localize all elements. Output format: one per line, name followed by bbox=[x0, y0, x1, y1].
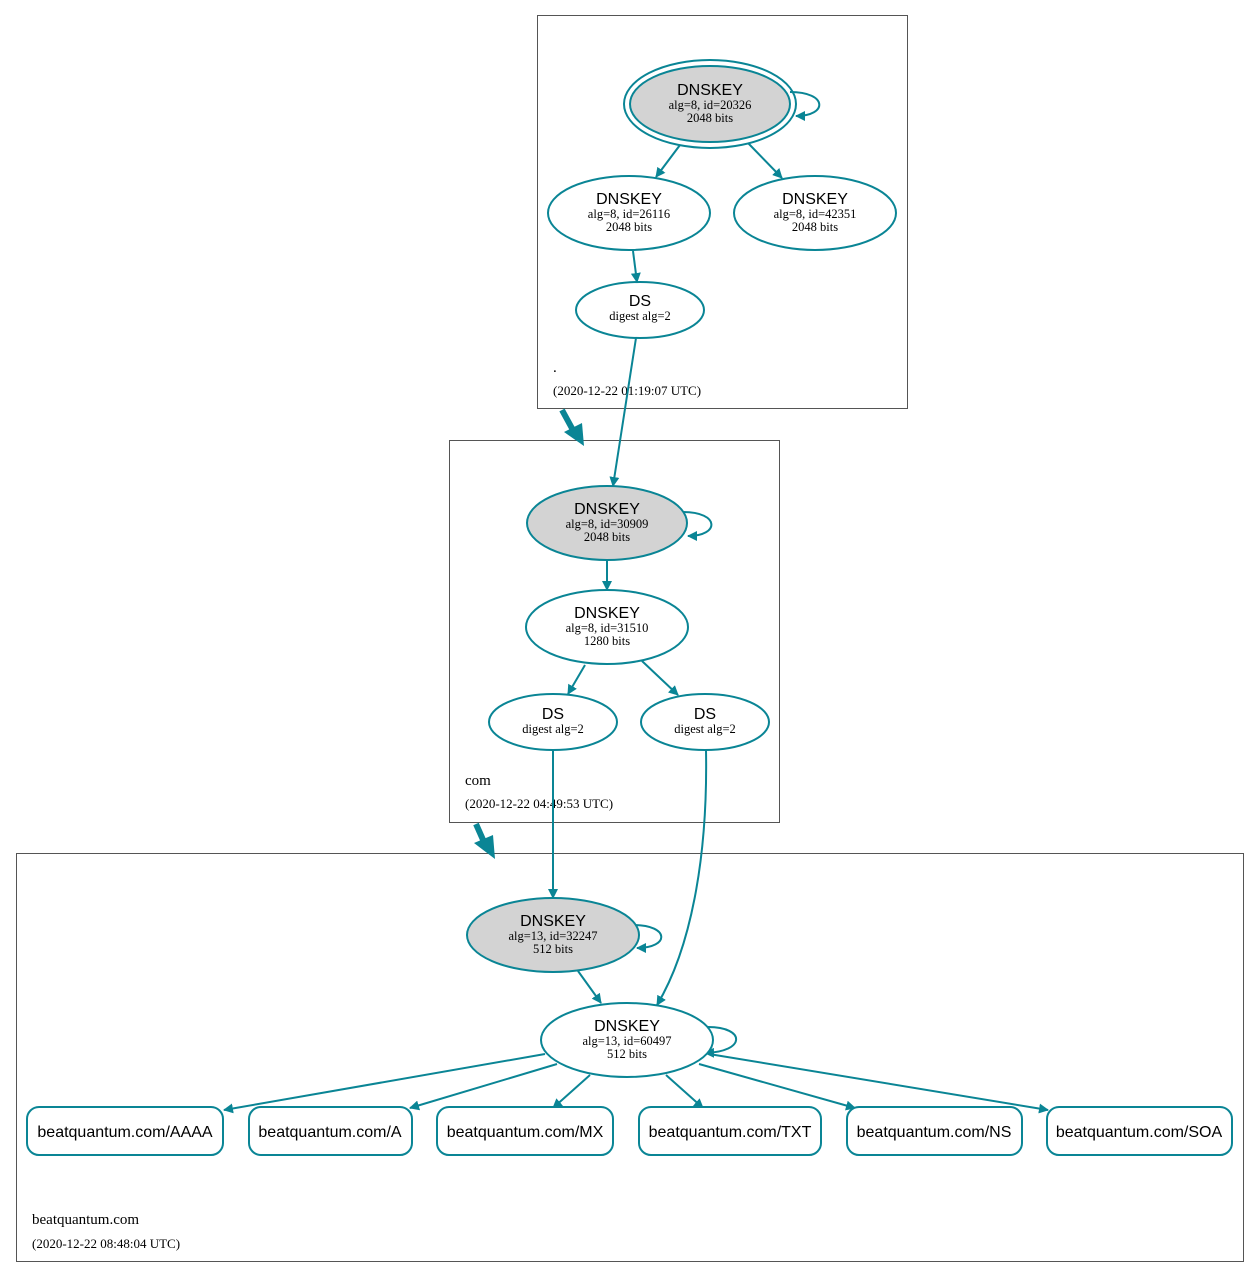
edge-bq-zsk-to-aaaa bbox=[223, 1053, 546, 1114]
node-com-ds1: DS digest alg=2 bbox=[488, 693, 618, 751]
zone-com-name: com bbox=[465, 773, 491, 789]
zone-com-timestamp: (2020-12-22 04:49:53 UTC) bbox=[465, 796, 613, 811]
edge-root-ksk-to-zsk1 bbox=[655, 144, 681, 178]
record-txt-label: beatquantum.com/TXT bbox=[649, 1124, 812, 1141]
node-root-ksk-type: DNSKEY bbox=[677, 82, 743, 99]
edge-com-ds2-to-bq-zsk bbox=[656, 749, 708, 1006]
node-root-ds-type: DS bbox=[629, 293, 651, 310]
delegation-com-to-beatquantum-head bbox=[474, 835, 495, 859]
zone-com-box bbox=[449, 440, 780, 823]
node-bq-zsk-info: alg=13, id=60497 bbox=[582, 1034, 671, 1048]
node-com-zsk: DNSKEY alg=8, id=31510 1280 bits bbox=[525, 589, 689, 665]
edge-bq-zsk-to-txt bbox=[665, 1074, 704, 1109]
record-mx-label: beatquantum.com/MX bbox=[447, 1124, 604, 1141]
node-root-zsk1-info: alg=8, id=26116 bbox=[588, 207, 670, 221]
node-root-zsk1-shape bbox=[547, 175, 711, 251]
node-root-ksk-outer-ring bbox=[623, 59, 797, 149]
node-bq-ksk-size: 512 bits bbox=[533, 942, 573, 956]
node-bq-zsk-type: DNSKEY bbox=[594, 1018, 660, 1035]
record-soa: beatquantum.com/SOA bbox=[1046, 1106, 1233, 1156]
node-com-ds2: DS digest alg=2 bbox=[640, 693, 770, 751]
edge-bq-zsk-to-a bbox=[409, 1063, 558, 1111]
zone-beatquantum: beatquantum.com (2020-12-22 08:48:04 UTC… bbox=[16, 853, 1244, 1262]
node-com-ds1-info: digest alg=2 bbox=[522, 722, 584, 736]
edge-com-zsk-to-ds2 bbox=[641, 660, 679, 696]
node-bq-zsk: DNSKEY alg=13, id=60497 512 bits bbox=[540, 1002, 714, 1078]
edge-bq-zsk-to-ns bbox=[698, 1063, 856, 1111]
edge-bq-ksk-to-zsk bbox=[577, 970, 602, 1004]
node-root-zsk2: DNSKEY alg=8, id=42351 2048 bits bbox=[733, 175, 897, 251]
edge-com-ksk-self bbox=[682, 511, 713, 541]
node-root-ksk-size: 2048 bits bbox=[687, 111, 733, 125]
edges bbox=[223, 91, 1049, 1114]
node-com-zsk-type: DNSKEY bbox=[574, 605, 640, 622]
record-mx-box bbox=[436, 1106, 614, 1156]
node-bq-ksk: DNSKEY alg=13, id=32247 512 bits bbox=[466, 897, 640, 973]
zone-root-name: . bbox=[553, 360, 557, 376]
node-root-ksk-shape bbox=[629, 65, 791, 143]
record-a-label: beatquantum.com/A bbox=[258, 1124, 402, 1141]
record-ns: beatquantum.com/NS bbox=[846, 1106, 1023, 1156]
node-root-zsk2-info: alg=8, id=42351 bbox=[774, 207, 857, 221]
edge-root-ksk-to-zsk2 bbox=[747, 142, 783, 179]
zone-beatquantum-box bbox=[16, 853, 1244, 1262]
delegation-com-to-beatquantum bbox=[473, 822, 487, 844]
node-com-zsk-size: 1280 bits bbox=[584, 634, 630, 648]
zone-beatquantum-timestamp: (2020-12-22 08:48:04 UTC) bbox=[32, 1236, 180, 1251]
node-bq-zsk-size: 512 bits bbox=[607, 1047, 647, 1061]
node-root-zsk1-type: DNSKEY bbox=[596, 191, 662, 208]
node-root-zsk2-shape bbox=[733, 175, 897, 251]
record-ns-label: beatquantum.com/NS bbox=[857, 1124, 1012, 1141]
node-com-ksk-type: DNSKEY bbox=[574, 501, 640, 518]
edge-bq-zsk-to-mx bbox=[552, 1074, 591, 1109]
node-bq-zsk-shape bbox=[540, 1002, 714, 1078]
record-soa-label: beatquantum.com/SOA bbox=[1056, 1124, 1223, 1141]
zone-com: com (2020-12-22 04:49:53 UTC) bbox=[449, 440, 780, 823]
edge-bq-zsk-self bbox=[704, 1026, 737, 1058]
record-soa-box bbox=[1046, 1106, 1233, 1156]
node-root-ds-shape bbox=[575, 281, 705, 339]
node-root-zsk2-size: 2048 bits bbox=[792, 220, 838, 234]
node-root-zsk1-size: 2048 bits bbox=[606, 220, 652, 234]
node-com-ds1-shape bbox=[488, 693, 618, 751]
record-aaaa-label: beatquantum.com/AAAA bbox=[37, 1124, 213, 1141]
node-bq-ksk-info: alg=13, id=32247 bbox=[508, 929, 597, 943]
node-com-ds2-info: digest alg=2 bbox=[674, 722, 736, 736]
record-ns-box bbox=[846, 1106, 1023, 1156]
edge-root-ds-to-com-ksk bbox=[609, 337, 637, 487]
delegation-root-to-com-head bbox=[564, 423, 584, 446]
node-root-ds-info: digest alg=2 bbox=[609, 309, 671, 323]
zone-root-box bbox=[537, 15, 908, 409]
node-com-ksk-size: 2048 bits bbox=[584, 530, 630, 544]
node-root-ksk: DNSKEY alg=8, id=20326 2048 bits bbox=[623, 59, 797, 149]
node-root-zsk1: DNSKEY alg=8, id=26116 2048 bits bbox=[547, 175, 711, 251]
edge-bq-zsk-to-soa bbox=[708, 1053, 1049, 1114]
node-root-ksk-info: alg=8, id=20326 bbox=[669, 98, 752, 112]
node-com-zsk-shape bbox=[525, 589, 689, 665]
edge-root-zsk1-to-ds bbox=[630, 250, 641, 283]
zone-beatquantum-name: beatquantum.com bbox=[32, 1212, 139, 1228]
record-a-box bbox=[248, 1106, 413, 1156]
edge-bq-ksk-self bbox=[632, 924, 663, 953]
node-com-ksk: DNSKEY alg=8, id=30909 2048 bits bbox=[526, 485, 688, 561]
edge-root-ksk-self bbox=[789, 91, 821, 121]
record-mx: beatquantum.com/MX bbox=[436, 1106, 614, 1156]
record-a: beatquantum.com/A bbox=[248, 1106, 413, 1156]
edge-com-zsk-to-ds1 bbox=[567, 664, 586, 695]
node-com-ds2-shape bbox=[640, 693, 770, 751]
node-root-zsk2-type: DNSKEY bbox=[782, 191, 848, 208]
record-txt: beatquantum.com/TXT bbox=[638, 1106, 822, 1156]
node-com-ksk-info: alg=8, id=30909 bbox=[566, 517, 649, 531]
node-bq-ksk-shape bbox=[466, 897, 640, 973]
node-com-zsk-info: alg=8, id=31510 bbox=[566, 621, 649, 635]
record-aaaa: beatquantum.com/AAAA bbox=[26, 1106, 224, 1156]
node-com-ds2-type: DS bbox=[694, 706, 716, 723]
node-root-ds: DS digest alg=2 bbox=[575, 281, 705, 339]
record-aaaa-box bbox=[26, 1106, 224, 1156]
record-txt-box bbox=[638, 1106, 822, 1156]
node-com-ds1-type: DS bbox=[542, 706, 564, 723]
node-bq-ksk-type: DNSKEY bbox=[520, 913, 586, 930]
node-com-ksk-shape bbox=[526, 485, 688, 561]
